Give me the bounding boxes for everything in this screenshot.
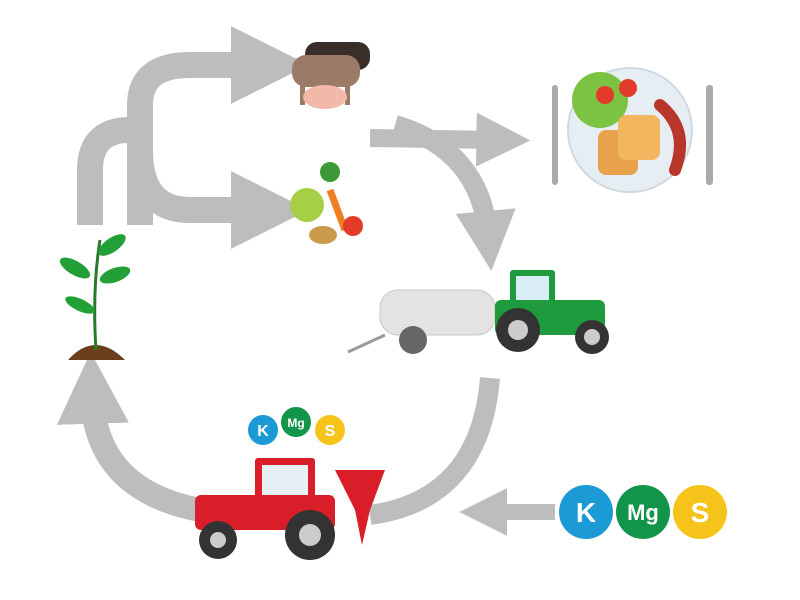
green-tractor-tanker-illustration: [347, 270, 609, 354]
sulfur-symbol: S: [691, 497, 710, 528]
small-nutrient-badges: K Mg S: [248, 407, 345, 445]
sulfur-badge-small: [315, 415, 345, 445]
arrow-to-vegetables: [127, 149, 309, 249]
magnesium-symbol: Mg: [627, 500, 659, 525]
magnesium-badge-small: [281, 407, 311, 437]
potassium-symbol-small: K: [257, 423, 269, 440]
potassium-badge: [559, 485, 613, 539]
red-tractor-spreader-illustration: [195, 458, 385, 560]
potassium-symbol: K: [576, 497, 596, 528]
arrow-to-livestock: [127, 26, 309, 225]
livestock-illustration: [292, 42, 370, 109]
plant-illustration: [59, 234, 131, 360]
arrow-to-red-tractor: [368, 377, 500, 525]
arrow-plant-up: [77, 117, 131, 225]
magnesium-badge: [616, 485, 670, 539]
sulfur-symbol-small: S: [325, 423, 336, 440]
sulfur-badge: [673, 485, 727, 539]
cycle-arrows: [56, 26, 555, 536]
vegetables-illustration: [290, 162, 363, 244]
large-nutrient-badges: K Mg S: [559, 485, 727, 539]
food-plate-illustration: [552, 67, 713, 193]
arrow-to-plant: [56, 351, 203, 522]
arrow-to-green-tractor: [392, 115, 516, 271]
potassium-badge-small: [248, 415, 278, 445]
magnesium-symbol-small: Mg: [287, 416, 304, 430]
